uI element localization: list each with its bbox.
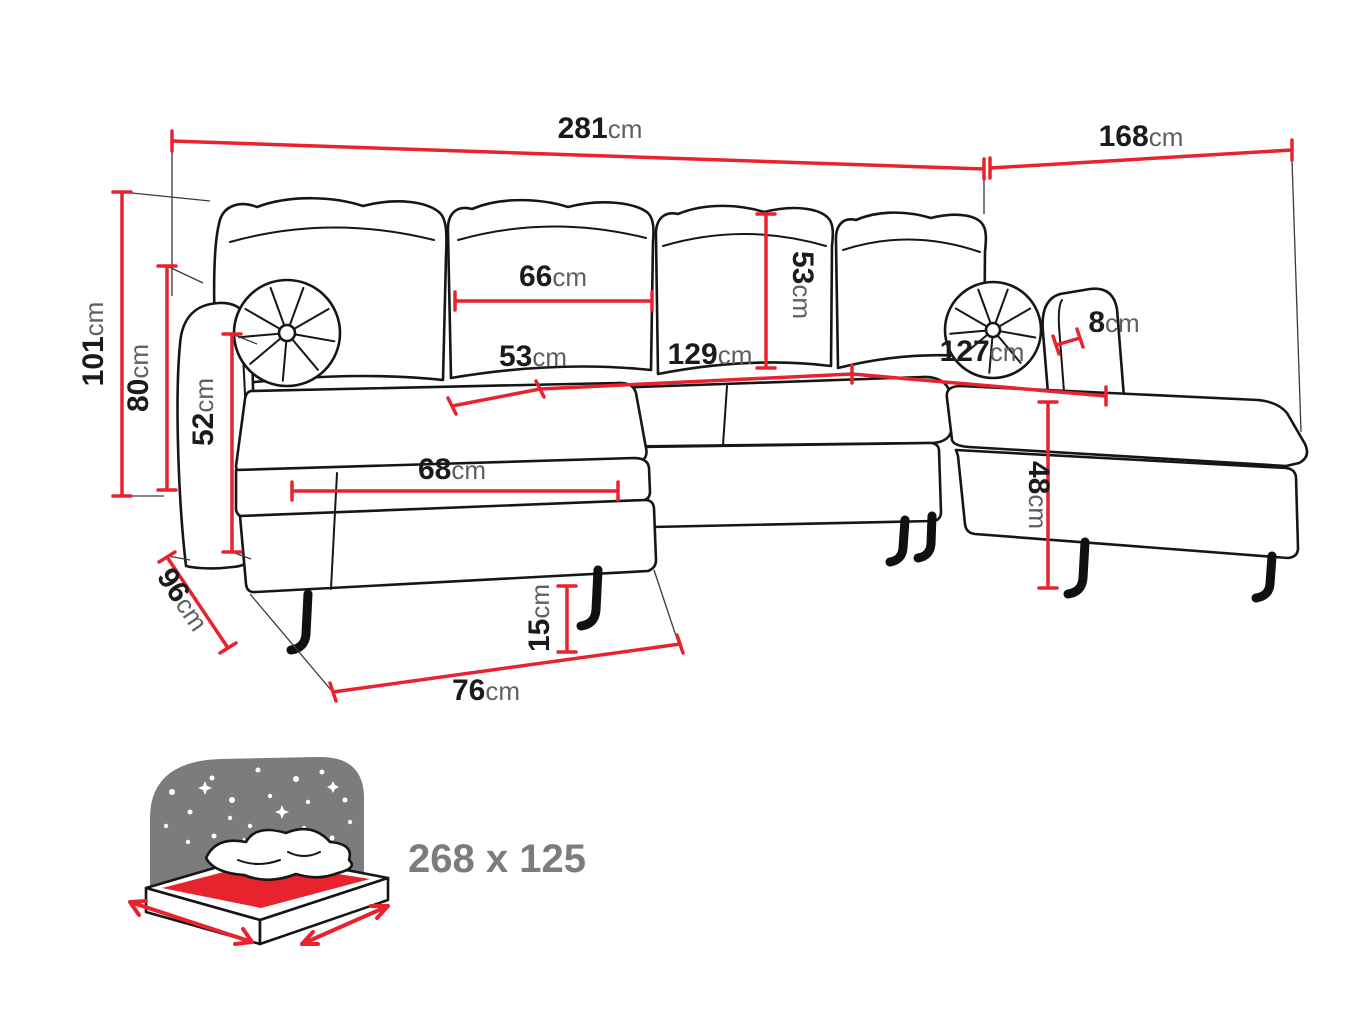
dim-total-width-unit: cm xyxy=(608,114,643,144)
dim-right-section-depth: 168cm xyxy=(988,120,1294,180)
right-chaise-front-panel xyxy=(954,448,1300,560)
dimension-annotations: 281cm 168cm 101cm 80cm 52cm xyxy=(77,112,1294,707)
bed-length-arrow xyxy=(128,899,254,946)
dim-label-seat-depth: 53cm xyxy=(499,340,567,373)
dim-label-chaise-front-width: 76cm xyxy=(452,674,520,707)
dim-backrest-height: 80cm xyxy=(122,264,178,492)
dim-label-right-section-depth: 168cm xyxy=(1099,120,1184,153)
bed-width-arrow xyxy=(300,904,390,946)
dim-chaise-front-width: 76cm xyxy=(328,633,685,707)
left-pillow-button xyxy=(277,323,297,343)
dim-label-total-width: 281cm xyxy=(558,112,643,145)
right-pillow-pleats xyxy=(949,288,1037,374)
dim-middle-seat-width: 129cm xyxy=(539,338,854,391)
dim-label-total-height: 101cm xyxy=(77,302,110,387)
sofa-legs xyxy=(286,511,1277,655)
dim-armrest-height: 52cm xyxy=(187,332,243,554)
dim-label-back-cushion-width: 66cm xyxy=(519,260,587,293)
back-cushion-4-crease xyxy=(842,238,981,253)
dim-label-backrest-height: 80cm xyxy=(122,344,155,412)
right-armrest-inner-edge xyxy=(1057,299,1067,419)
duvet-crease xyxy=(237,851,321,865)
left-round-pillow xyxy=(232,278,342,388)
dim-total-height: 101cm xyxy=(77,190,133,498)
leg-middle-left xyxy=(885,515,910,567)
dim-seat-depth: 53cm xyxy=(446,340,567,416)
dim-total-width-value: 281 xyxy=(558,112,608,145)
mattress-right-face xyxy=(258,876,390,946)
dim-label-back-cushion-height: 53cm xyxy=(786,251,819,319)
back-cushion-3 xyxy=(654,204,835,376)
dim-label-left-section-depth: 96cm xyxy=(150,562,215,637)
bed-function-icon: 268 x 125 xyxy=(128,756,586,946)
dim-label-chaise-seat-length: 68cm xyxy=(418,453,486,486)
left-pillow-pleats xyxy=(238,286,336,382)
left-chaise-base-front xyxy=(238,498,658,594)
dim-total-width: 281cm xyxy=(170,112,986,181)
dim-chaise-seat-length: 68cm xyxy=(290,453,620,502)
dim-right-seat-width: 127cm xyxy=(851,335,1108,407)
leg-middle-right xyxy=(913,511,937,563)
duvet xyxy=(204,827,353,882)
leg-front-right xyxy=(576,565,603,631)
star-4point xyxy=(275,805,289,819)
right-round-pillow xyxy=(943,280,1043,380)
right-pillow-button xyxy=(984,321,1002,339)
star-4point xyxy=(198,781,212,795)
dim-label-right-armrest-width: 8cm xyxy=(1088,306,1139,339)
leg-right-near xyxy=(1063,537,1090,599)
back-cushion-2 xyxy=(446,198,655,380)
right-chaise-seat-top xyxy=(945,384,1309,468)
leg-front-left xyxy=(286,589,313,655)
dim-label-middle-seat-width: 129cm xyxy=(668,338,753,371)
back-cushion-1-crease xyxy=(229,226,435,243)
dim-seat-height: 48cm xyxy=(1022,400,1059,590)
dim-label-seat-height: 48cm xyxy=(1022,461,1055,529)
star-4point xyxy=(327,781,339,793)
left-chaise-cushion-front xyxy=(234,456,652,519)
back-cushion-2-crease xyxy=(457,225,647,241)
dim-leg-height: 15cm xyxy=(523,584,578,654)
back-cushion-3-crease xyxy=(662,233,827,247)
dim-right-armrest-width: 8cm xyxy=(1051,306,1140,356)
leg-right-far xyxy=(1251,551,1277,603)
middle-front-panel xyxy=(638,441,943,529)
dim-label-right-seat-width: 127cm xyxy=(940,335,1025,368)
sleeping-area-label: 268 x 125 xyxy=(408,837,586,881)
dim-label-leg-height: 15cm xyxy=(523,584,556,652)
extension-lines xyxy=(121,151,1302,691)
middle-seat-division xyxy=(722,385,728,446)
dim-back-cushion-height: 53cm xyxy=(755,212,819,370)
dim-back-cushion-width: 66cm xyxy=(453,260,654,312)
sofa-drawing xyxy=(176,196,1309,655)
dim-label-armrest-height: 52cm xyxy=(187,378,220,446)
